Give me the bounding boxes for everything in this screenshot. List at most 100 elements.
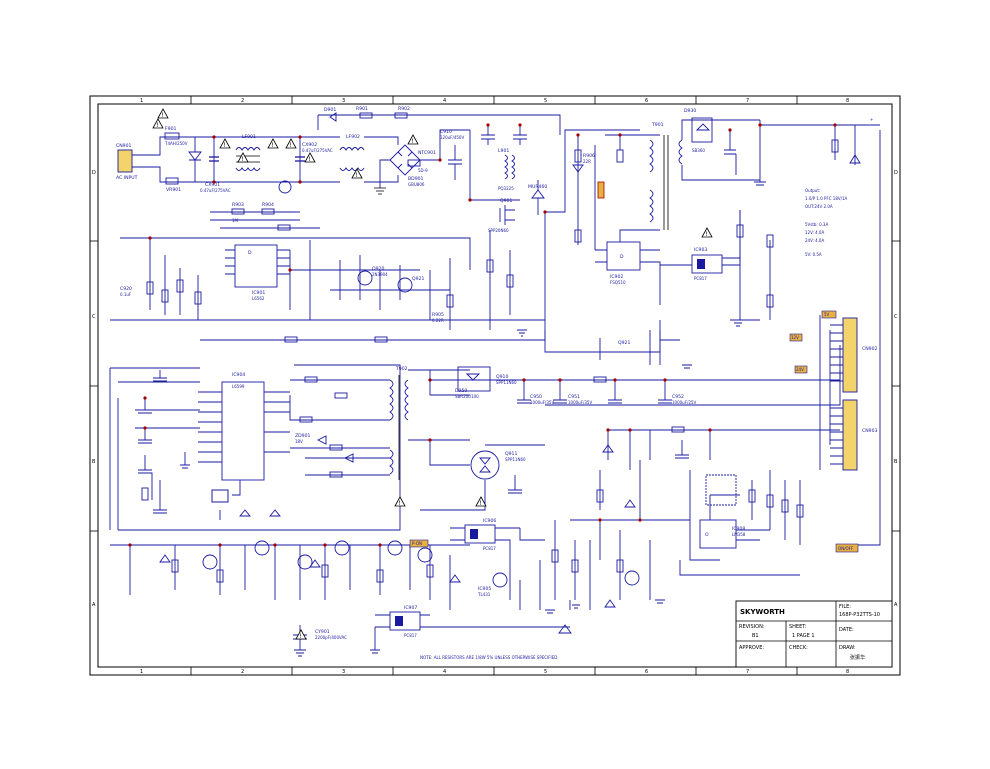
opto1-ref: IC903	[694, 247, 707, 253]
note-line3: OUT:24V 2.0A	[805, 204, 833, 209]
svg-text:!: !	[224, 142, 226, 149]
fb-transistor-2	[254, 540, 270, 556]
conn1-ref: CN902	[862, 346, 877, 352]
q-hi-value: SPP11N60	[496, 380, 517, 385]
main-ic-ref: IC904	[232, 372, 245, 378]
bridge-value: GBU806	[408, 182, 425, 187]
out-cap3-value: 1000uF/25V	[672, 400, 696, 405]
warning-icon: !	[152, 118, 164, 129]
sb-ic-body	[606, 241, 641, 271]
sb-diode-symbol	[695, 123, 711, 131]
r-val5: 0.22R	[432, 318, 444, 323]
file-value: 168P-P32TTS-10	[839, 612, 880, 618]
col-label: 7	[746, 98, 749, 104]
border-ticks	[90, 96, 900, 675]
warning-icon: !	[219, 138, 231, 149]
pfc-ic-pin-label: D	[248, 250, 252, 256]
pfc-mosfet-value: SPP20N60	[488, 228, 509, 233]
pfc-stage: D901 R901 R902 C910 120uF/450V L901 PQ32…	[317, 106, 561, 233]
sheet-value: 1 PAGE 1	[792, 633, 815, 639]
pfc-inductor-ref: L901	[498, 148, 509, 154]
standby-section: R906 22R T901 D930 SB360 + D IC902 FSQ51…	[572, 108, 880, 327]
row-label: A	[894, 602, 898, 608]
col-label: 3	[342, 98, 345, 104]
svg-text:ON/OFF: ON/OFF	[838, 546, 854, 551]
note-line7: 5V: 0.5A	[805, 252, 822, 257]
choke1-bottom	[235, 167, 261, 171]
fuse-ref: F901	[165, 126, 176, 132]
r-val6: 22R	[583, 159, 591, 164]
tag-5v	[821, 310, 837, 319]
ac-input-connector	[117, 149, 133, 173]
warning-icon: !	[407, 134, 419, 145]
svg-text:!: !	[356, 172, 358, 179]
sb-fuse	[597, 181, 605, 199]
outer-border	[89, 95, 901, 676]
opto3-sub: PC817	[404, 633, 417, 638]
warning-icon: !	[295, 629, 307, 640]
opto2-sub: PC817	[483, 546, 496, 551]
svg-text:!: !	[157, 122, 159, 129]
col-label: 2	[241, 669, 244, 675]
out-cap1-value: 1000uF/35V	[530, 400, 554, 405]
q-sw2-symbol	[397, 277, 413, 293]
q-lo-ref: Q911	[505, 451, 517, 457]
svg-text:!: !	[399, 500, 401, 507]
sb-ic-ref: IC902	[610, 274, 623, 280]
out-ic-sub: LM358	[732, 532, 746, 537]
svg-text:!: !	[300, 633, 302, 640]
feedback-section: P-ON IC906 PC817 IC905 TL431 IC907 PC817…	[110, 518, 572, 660]
out-ic-body	[699, 519, 737, 549]
col-label: 5	[544, 669, 547, 675]
varistor-symbol	[165, 177, 179, 185]
warning-icon: !	[285, 138, 297, 149]
out-cap3-ref: C952	[672, 394, 684, 400]
lf2-ref: LF902	[346, 134, 360, 140]
choke1-top	[235, 147, 261, 151]
pfc-ic-ref: IC901	[252, 290, 265, 296]
fb-transistor-5	[387, 540, 403, 556]
out-transistor	[624, 570, 640, 586]
pfc-mosfet	[499, 205, 515, 225]
sec-d1-ref: D950	[455, 388, 467, 394]
r6-ref: R906	[583, 153, 595, 159]
column-labels-bottom: 1 2 3 4 5 6 7 8	[140, 669, 849, 675]
t2-ref: T902	[395, 366, 408, 372]
fb-transistor-1	[202, 554, 218, 570]
warning-icon: !	[351, 168, 363, 179]
pfc-d2-ref: MUR460	[528, 184, 547, 190]
date-label: DATE:	[839, 627, 854, 633]
svg-text:24V: 24V	[796, 367, 804, 372]
tl431-ref: IC905	[478, 586, 491, 592]
sb-transformer-ref: T901	[651, 122, 664, 128]
y-cap-ref: CY901	[315, 629, 330, 635]
r3-ref: R903	[232, 202, 244, 208]
q-sw2-label: Q921	[618, 340, 630, 346]
r4-ref: R904	[262, 202, 274, 208]
pfc-inductor	[504, 154, 508, 180]
note-line4: 5Vstb: 0.3A	[805, 222, 828, 227]
ntc-ref: NTC901	[418, 150, 436, 156]
ac-input-section: CN901 AC INPUT F901 T4AH/250V VR901 CX90…	[116, 126, 470, 195]
out-cap2-ref: C951	[568, 394, 580, 400]
file-label: FILE:	[839, 604, 851, 610]
q-lo-value: SPP11N60	[505, 457, 526, 462]
q-sw1-symbol	[357, 270, 373, 286]
junction-dots	[128, 123, 837, 547]
sheet-label: SHEET:	[789, 624, 807, 630]
sb-ic-sub: FSQ510	[610, 280, 626, 285]
fuse-symbol	[164, 132, 180, 140]
col-label: 6	[645, 669, 648, 675]
approve-label: APPROVE:	[739, 645, 764, 651]
svg-text:!: !	[162, 112, 164, 119]
svg-text:!: !	[309, 156, 311, 163]
warning-icon: !	[475, 496, 487, 507]
svg-text:!: !	[480, 500, 482, 507]
fb-transistor-3	[297, 554, 313, 570]
warning-icon: !	[304, 152, 316, 163]
col-label: 1	[140, 98, 143, 104]
out-cap1-ref: C950	[530, 394, 542, 400]
svg-text:!: !	[706, 231, 708, 238]
